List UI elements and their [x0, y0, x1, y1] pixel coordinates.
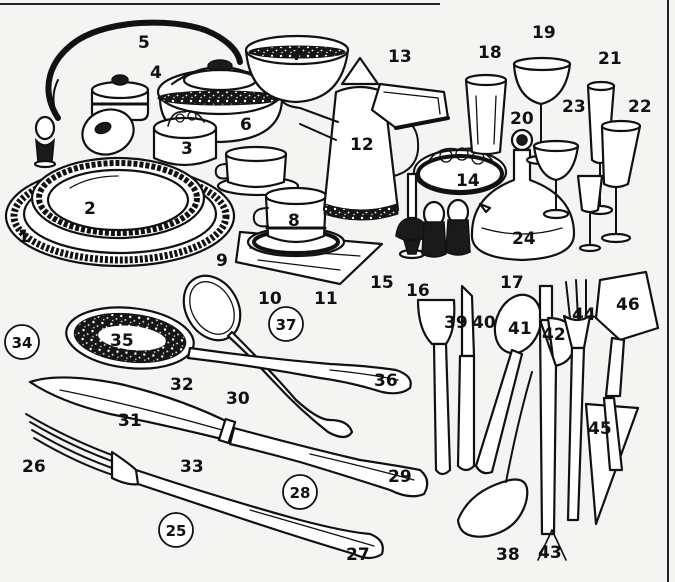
wine-glass-small: [532, 139, 580, 220]
pie-server: [584, 396, 640, 526]
label-32: 32: [170, 375, 194, 395]
fish-fork: [416, 298, 456, 476]
label-24: 24: [512, 229, 536, 249]
label-40: 40: [472, 313, 496, 333]
platter-with-food: [412, 147, 508, 196]
dinner-fork: [25, 413, 384, 560]
decanter: [470, 128, 576, 262]
circled-label-25: 25: [158, 512, 194, 548]
candlestick: [395, 172, 429, 260]
label-12: 12: [350, 135, 374, 155]
salad-bowl: [244, 34, 350, 104]
table-knife: [28, 376, 429, 498]
label-44: 44: [572, 305, 596, 325]
label-15: 15: [370, 273, 394, 293]
wine-glass-tall: [512, 56, 572, 166]
label-42: 42: [542, 325, 566, 345]
label-9: 9: [216, 251, 228, 271]
label-31: 31: [118, 411, 142, 431]
serving-dish: [152, 110, 218, 167]
circled-label-37: 37: [268, 306, 304, 342]
label-13: 13: [388, 47, 412, 67]
label-17: 17: [500, 273, 524, 293]
label-10: 10: [258, 289, 282, 309]
label-2: 2: [84, 199, 96, 219]
teaspoon: [182, 274, 354, 439]
label-30: 30: [226, 389, 250, 409]
label-7: 7: [292, 45, 304, 65]
label-46: 46: [616, 295, 640, 315]
tablespoon: [65, 306, 412, 395]
liqueur-glass: [576, 174, 604, 253]
label-27: 27: [346, 545, 370, 565]
label-20: 20: [510, 109, 534, 129]
label-11: 11: [314, 289, 338, 309]
label-21: 21: [598, 49, 622, 69]
label-33: 33: [180, 457, 204, 477]
label-26: 26: [22, 457, 46, 477]
label-29: 29: [388, 467, 412, 487]
label-19: 19: [532, 23, 556, 43]
label-38: 38: [496, 545, 520, 565]
label-28: 28: [290, 484, 311, 502]
label-39: 39: [444, 313, 468, 333]
egg-cup: [33, 115, 57, 169]
label-45: 45: [588, 419, 612, 439]
label-23: 23: [562, 97, 586, 117]
label-16: 16: [406, 281, 430, 301]
salt-shaker: [421, 200, 447, 258]
cheese-knife: [594, 270, 660, 398]
coffee-pot: [281, 56, 420, 221]
serving-fork: [562, 279, 592, 522]
cup-and-saucer-back: [214, 145, 300, 197]
ladle: [456, 371, 533, 538]
coffee-cup-and-saucer: [246, 186, 346, 258]
label-34: 34: [12, 334, 33, 352]
soup-plate: [30, 156, 206, 240]
label-43: 43: [538, 543, 562, 563]
label-35: 35: [110, 331, 134, 351]
label-25: 25: [166, 522, 187, 540]
label-4: 4: [150, 63, 162, 83]
label-18: 18: [478, 43, 502, 63]
label-36: 36: [374, 371, 398, 391]
butter-knife: [456, 284, 476, 472]
tumbler: [464, 73, 508, 156]
tray-with-handle: [45, 19, 243, 121]
serving-spoon: [474, 293, 543, 475]
circled-label-28: 28: [282, 474, 318, 510]
label-3: 3: [181, 139, 193, 159]
circled-label-34: 34: [4, 324, 40, 360]
label-8: 8: [288, 211, 300, 231]
label-22: 22: [628, 97, 652, 117]
lid: [81, 108, 135, 156]
label-5: 5: [138, 33, 150, 53]
label-1: 1: [18, 227, 30, 247]
label-14: 14: [456, 171, 480, 191]
label-41: 41: [508, 319, 532, 339]
pepper-shaker: [445, 198, 471, 256]
label-37: 37: [276, 316, 297, 334]
oblong-dish: [370, 82, 450, 130]
label-6: 6: [240, 115, 252, 135]
champagne-flute-2: [600, 119, 642, 244]
